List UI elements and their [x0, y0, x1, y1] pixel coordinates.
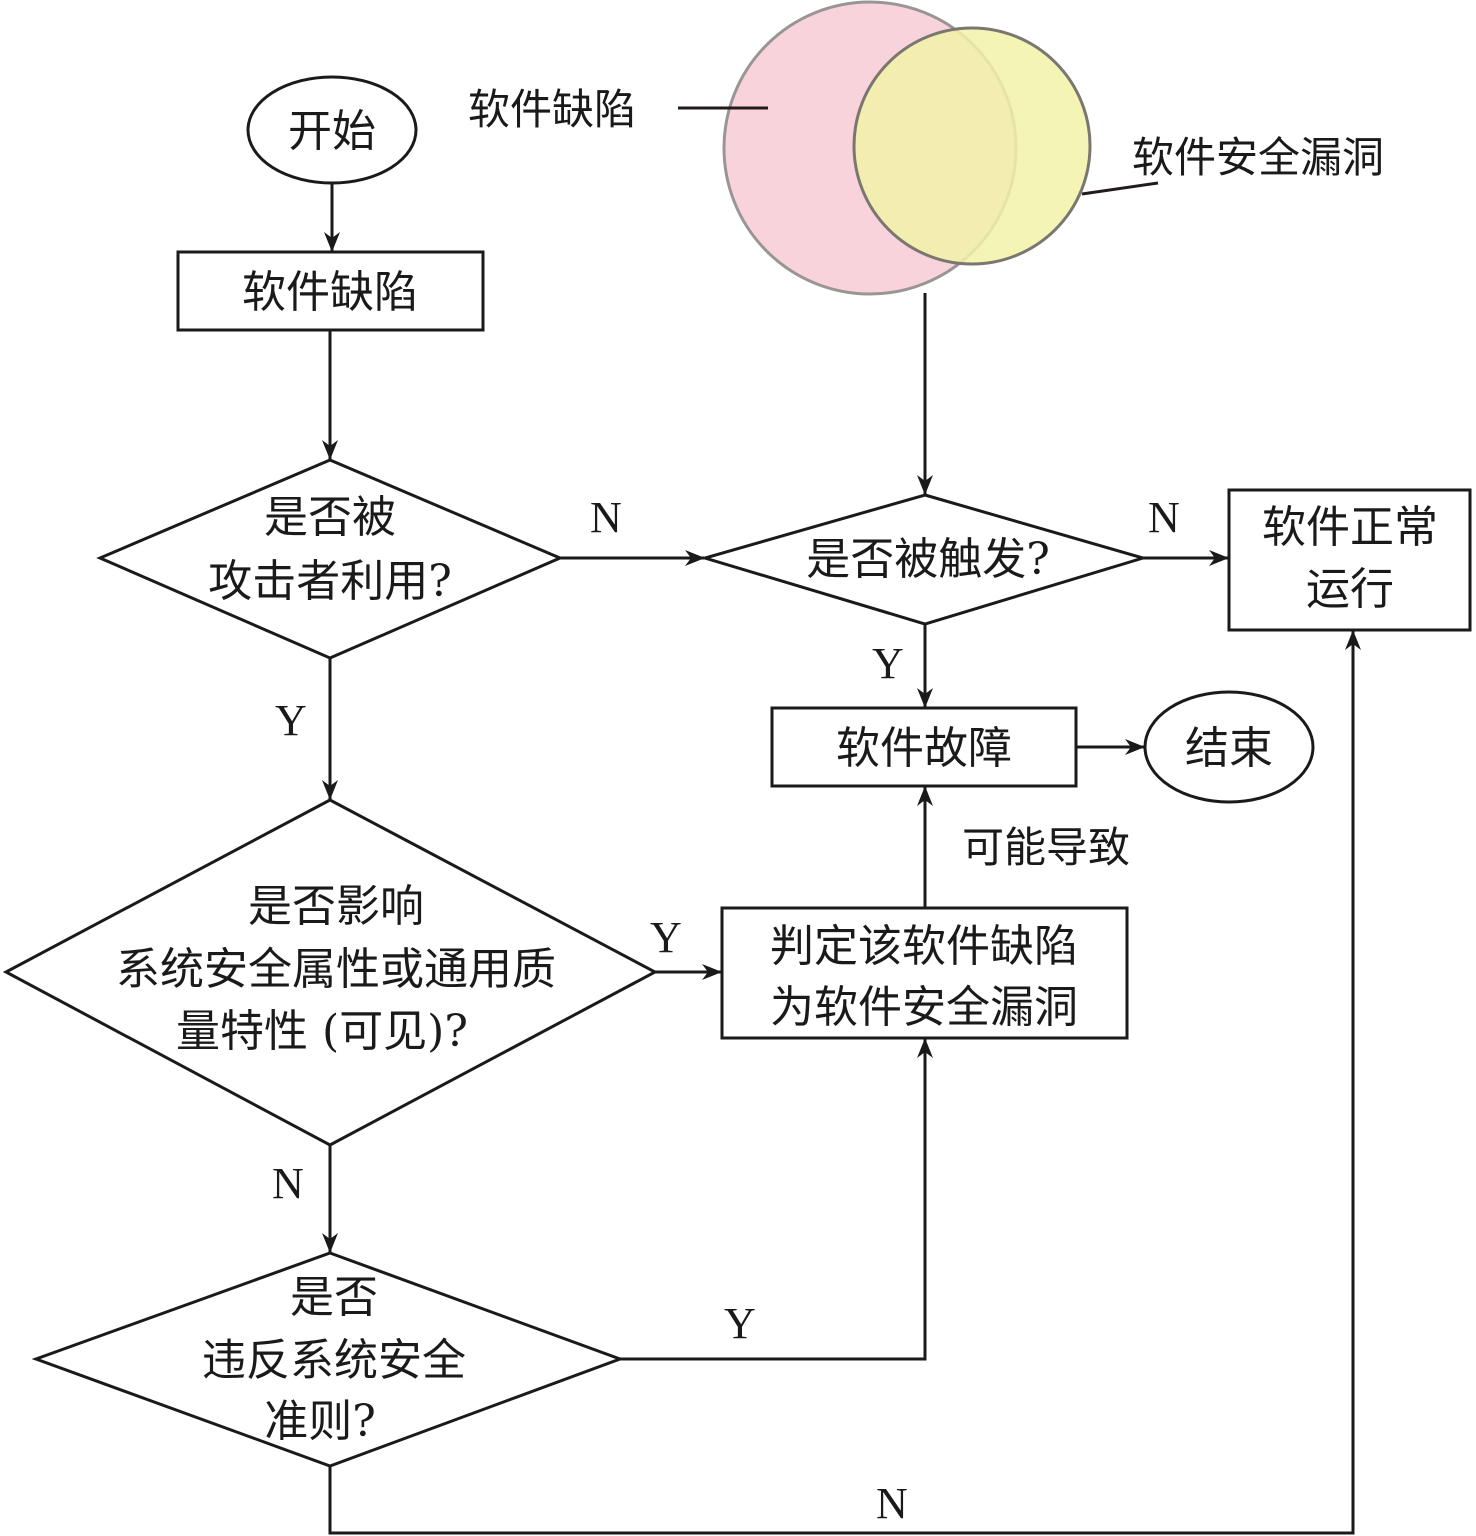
node-end: 结束 — [1143, 690, 1315, 804]
end-ellipse — [1143, 690, 1315, 804]
venn-diagram: 软件缺陷 软件安全漏洞 — [468, 0, 1384, 296]
affect-line-2: 系统安全属性或通用质 — [116, 944, 556, 995]
connectors — [322, 183, 1361, 1535]
affect-line-3: 量特性 (可见)? — [176, 1006, 468, 1057]
label-affect-yes: Y — [650, 913, 682, 962]
normal-line-1: 软件正常 — [1262, 502, 1438, 553]
judge-line-1: 判定该软件缺陷 — [770, 921, 1078, 972]
exploited-line-2: 攻击者利用? — [208, 556, 452, 607]
label-may-cause: 可能导致 — [962, 823, 1130, 872]
node-judge-vulnerability: 判定该软件缺陷 为软件安全漏洞 — [720, 906, 1129, 1040]
defect-box — [176, 250, 485, 332]
exploited-line-1: 是否被 — [264, 492, 396, 543]
violate-diamond — [31, 1251, 625, 1468]
violate-line-2: 违反系统安全 — [202, 1335, 466, 1386]
defect-label: 软件缺陷 — [242, 267, 418, 318]
node-software-defect: 软件缺陷 — [176, 250, 485, 332]
label-exploited-yes: Y — [275, 696, 307, 745]
node-question-exploited: 是否被 攻击者利用? — [96, 458, 564, 660]
affect-diamond — [2, 798, 659, 1147]
fault-label: 软件故障 — [836, 723, 1012, 774]
node-software-fault: 软件故障 — [770, 706, 1078, 788]
node-normal-operation: 软件正常 运行 — [1227, 488, 1472, 632]
fault-box — [770, 706, 1078, 788]
label-violate-no: N — [876, 1479, 908, 1528]
edge-labels: N N Y Y Y N Y N 可能导致 — [272, 493, 1180, 1528]
judge-line-2: 为软件安全漏洞 — [770, 982, 1078, 1033]
violate-line-3: 准则? — [264, 1396, 376, 1447]
normal-line-2: 运行 — [1306, 564, 1394, 615]
triggered-label: 是否被触发? — [806, 534, 1050, 585]
edge-violate-no-to-normal — [328, 630, 1361, 1535]
label-triggered-yes: Y — [872, 639, 904, 688]
label-violate-yes: Y — [724, 1299, 756, 1348]
node-start: 开始 — [246, 75, 418, 185]
label-exploited-no: N — [590, 493, 622, 542]
violate-line-1: 是否 — [290, 1272, 378, 1323]
triggered-diamond — [699, 493, 1149, 626]
start-ellipse — [246, 75, 418, 185]
node-question-violate: 是否 违反系统安全 准则? — [31, 1251, 625, 1468]
venn-leader-line-vulnerability — [1081, 181, 1159, 196]
edge-violate-yes-to-judge — [620, 1038, 933, 1361]
venn-label-security-vulnerability: 软件安全漏洞 — [1132, 133, 1384, 182]
end-label: 结束 — [1185, 723, 1273, 774]
node-question-triggered: 是否被触发? — [699, 493, 1149, 626]
start-label: 开始 — [288, 106, 376, 157]
label-triggered-no: N — [1148, 493, 1180, 542]
affect-line-1: 是否影响 — [248, 881, 424, 932]
venn-label-software-defect: 软件缺陷 — [468, 85, 636, 134]
node-question-affect: 是否影响 系统安全属性或通用质 量特性 (可见)? — [2, 798, 659, 1147]
judge-box — [720, 906, 1129, 1040]
normal-box — [1227, 488, 1472, 632]
label-affect-no: N — [272, 1159, 304, 1208]
exploited-diamond — [96, 458, 564, 660]
venn-circle-security-vulnerability — [852, 26, 1092, 266]
